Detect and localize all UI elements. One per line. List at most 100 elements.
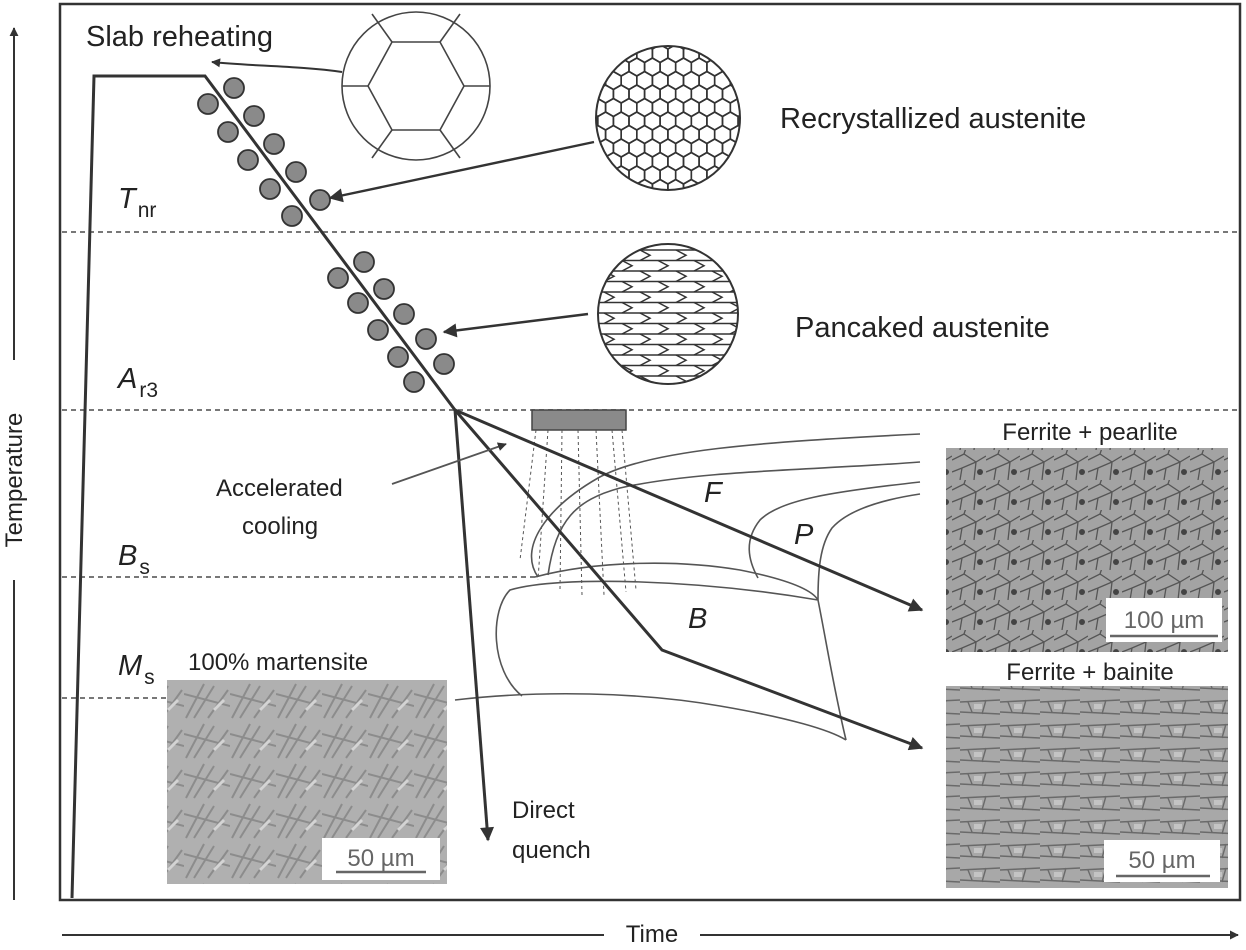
recrystallized-grain (596, 46, 599, 50)
bs-symbol: Bs (118, 540, 150, 579)
martensite-start-curve (454, 692, 847, 741)
cct-curves (454, 433, 921, 741)
spray-line-7 (621, 429, 637, 591)
recrystallized-grain (596, 57, 599, 77)
ferrite-finish-curve (547, 461, 921, 576)
recrystallized-grain (567, 58, 583, 76)
recrystallized-grain (737, 138, 740, 158)
recrystallized-grain (604, 46, 623, 64)
recrystallized-grain (699, 18, 715, 36)
recrystallized-grain (721, 165, 739, 185)
ar3-symbol: Ar3 (116, 363, 158, 402)
pancaked-grain-edge (729, 301, 738, 314)
recrystallized-grain (604, 178, 623, 190)
direct-quench-label-line1: Direct (512, 797, 575, 824)
recrystallized-grain (596, 165, 599, 185)
recrystallized-grain (746, 18, 762, 36)
plot-frame (58, 2, 1242, 902)
roller (393, 303, 415, 325)
pancaked-grain-edge (711, 249, 724, 262)
roller (367, 319, 389, 341)
recrystallized-grain (690, 46, 708, 50)
recrystallized-grain (721, 46, 739, 50)
recrystallized-grain (737, 46, 740, 50)
recrystallized-grain (746, 126, 762, 144)
rolling-rollers (197, 77, 455, 393)
pancaked-grain-edge (657, 364, 670, 377)
pancaked-grain-edge (711, 333, 724, 346)
recrystallized-grain (684, 18, 700, 36)
roller (415, 328, 437, 350)
bainite-region-outline (495, 580, 847, 741)
pancaked-grain-edge (675, 270, 688, 283)
accelerated-label-line2: cooling (242, 513, 318, 540)
pancaked-grain-edge (729, 364, 738, 377)
recrystallized-grain (596, 151, 607, 172)
pancaked-grain-edge (693, 364, 706, 377)
ferrite-bainite-scale-text: 50 µm (1128, 847, 1195, 874)
recrystallized-grain (635, 178, 654, 190)
pancaked-grain-edge (639, 354, 652, 367)
recrystallized-label: Recrystallized austenite (780, 103, 1086, 135)
x-axis-label: Time (626, 921, 678, 948)
pearlite-finish-curve (817, 493, 921, 601)
ferrite-pearlite-scale-box (1106, 598, 1222, 642)
spray-line-1 (519, 429, 537, 561)
ferrite-pearlite-path (454, 408, 924, 612)
recrystallized-grain (746, 180, 762, 198)
pancaked-grain-edge (603, 333, 616, 346)
pancaked-grain-edge (693, 343, 706, 356)
accelerated-pointer (391, 442, 507, 485)
roller (285, 161, 307, 183)
pancaked-grain-edge (729, 343, 738, 356)
recrystallized-grain (668, 18, 684, 36)
recrystallized-pointer (328, 140, 595, 203)
pancaked-pointer (442, 312, 589, 338)
recrystallized-grain (621, 18, 637, 36)
direct-quench-label-line2: quench (512, 837, 591, 864)
recrystallized-grain (628, 46, 646, 50)
recrystallized-grain (737, 84, 740, 104)
pancaked-grain-edge (693, 280, 706, 293)
recrystallized-grain (567, 166, 583, 184)
recrystallized-grain (729, 151, 740, 172)
recrystallized-grain (737, 165, 740, 185)
y-axis-label: Temperature (1, 413, 28, 548)
roller (353, 251, 375, 273)
ms-symbol: Ms (118, 650, 155, 689)
pancaked-grain-edge (621, 322, 634, 335)
recrystallized-grain (596, 178, 607, 190)
recrystallized-grain (746, 99, 762, 117)
recrystallized-grain (574, 45, 590, 63)
roller (197, 93, 219, 115)
recrystallized-grain (746, 45, 762, 63)
pancaked-grain-edge (711, 312, 724, 325)
slab-reheating-pointer (211, 58, 343, 73)
pancaked-grain-edge (603, 312, 616, 325)
ferrite-start-curve (530, 433, 921, 578)
recrystallized-grain (596, 84, 599, 104)
recrystallized-grain (574, 72, 590, 90)
martensite-scale-text: 50 µm (347, 845, 414, 872)
recrystallized-grain (574, 126, 590, 144)
tnr-symbol: Tnr (118, 183, 156, 222)
roller (309, 189, 331, 211)
pancaked-grain-edge (657, 280, 670, 293)
roller (387, 346, 409, 368)
pancaked-label: Pancaked austenite (795, 312, 1050, 344)
recrystallized-grain (574, 153, 590, 171)
pancaked-grain-edge (621, 343, 634, 356)
process-path (70, 74, 924, 899)
pancaked-grain-edge (711, 270, 724, 283)
ferrite-bainite-caption: Ferrite + bainite (1006, 659, 1173, 686)
pancaked-grain-edge (621, 301, 634, 314)
recrystallized-grain (746, 72, 762, 90)
recrystallized-grain (682, 178, 700, 190)
pancaked-grain-edge (639, 333, 652, 346)
recrystallized-grain (596, 165, 615, 185)
recrystallized-grain (651, 178, 669, 190)
recrystallized-grain (567, 112, 583, 130)
pancaked-grain-edge (603, 375, 616, 384)
pancaked-grain-edge (657, 259, 670, 272)
